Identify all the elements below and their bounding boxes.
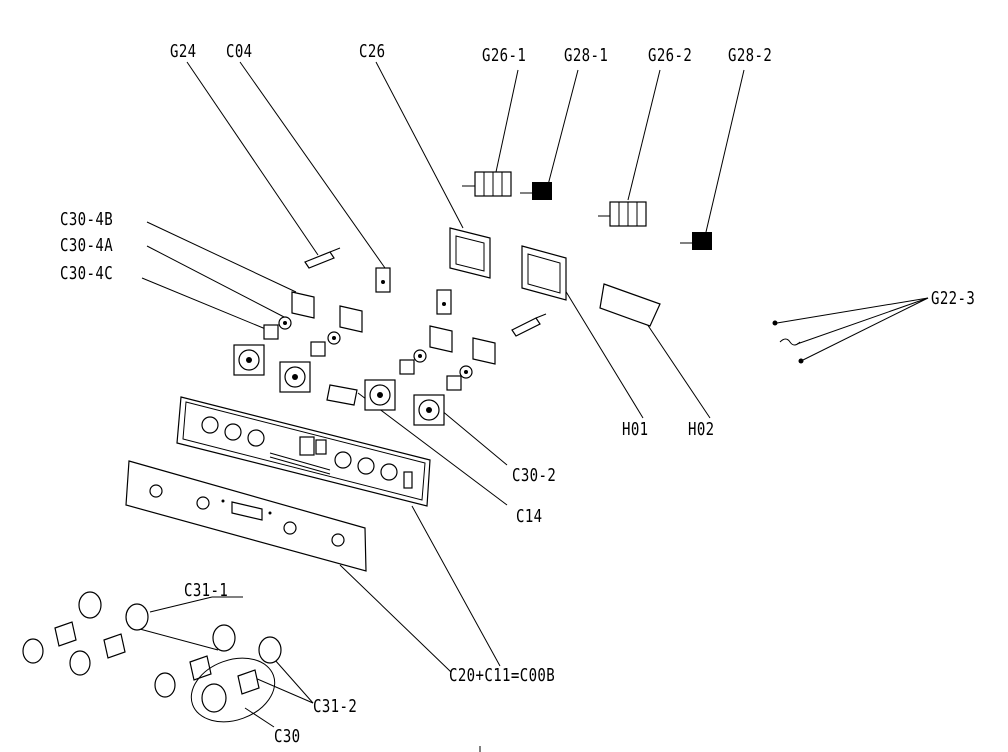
display-label-c14 bbox=[326, 384, 358, 406]
label-h01: H01 bbox=[622, 419, 649, 440]
label-c30-4c: C30-4C bbox=[60, 263, 114, 284]
label-g24: G24 bbox=[170, 41, 197, 62]
knobs-c30 bbox=[22, 621, 276, 723]
label-g22-3: G22-3 bbox=[931, 288, 976, 309]
bracket-c26 bbox=[449, 227, 491, 279]
label-c14: C14 bbox=[516, 506, 543, 527]
label-c30: C30 bbox=[274, 726, 301, 747]
knob-rings-c31-2 bbox=[258, 636, 282, 664]
label-c26: C26 bbox=[359, 41, 386, 62]
control-housings bbox=[233, 344, 445, 426]
small-switch-parts bbox=[263, 316, 473, 391]
switch-g26-1 bbox=[462, 171, 512, 197]
label-g28-1: G28-1 bbox=[564, 45, 609, 66]
label-c30-4b: C30-4B bbox=[60, 209, 114, 230]
label-g26-2: G26-2 bbox=[648, 45, 693, 66]
cup-parts-c30-4b bbox=[291, 291, 496, 365]
label-g28-2: G28-2 bbox=[728, 45, 773, 66]
label-c30-2: C30-2 bbox=[512, 465, 557, 486]
switch-g28-1 bbox=[520, 182, 552, 200]
lamp-g24 bbox=[304, 247, 547, 337]
bracket-c04 bbox=[375, 267, 452, 315]
label-c30-4a: C30-4A bbox=[60, 235, 114, 256]
front-panel-c20 bbox=[125, 460, 367, 572]
switch-g28-2 bbox=[680, 232, 712, 250]
label-c20-c11: C20+C11=C00B bbox=[449, 665, 556, 686]
label-g26-1: G26-1 bbox=[482, 45, 527, 66]
frame-c11 bbox=[176, 396, 431, 507]
label-h02: H02 bbox=[688, 419, 715, 440]
knob-rings-c31-1 bbox=[78, 591, 236, 652]
label-c04: C04 bbox=[226, 41, 253, 62]
label-c31-2: C31-2 bbox=[313, 696, 358, 717]
switch-g26-2 bbox=[598, 201, 647, 227]
label-c31-1: C31-1 bbox=[184, 580, 229, 601]
board-h01 bbox=[521, 245, 567, 301]
screws-g22-3 bbox=[772, 320, 804, 364]
leader-lines bbox=[135, 61, 929, 752]
board-h02 bbox=[599, 283, 661, 327]
